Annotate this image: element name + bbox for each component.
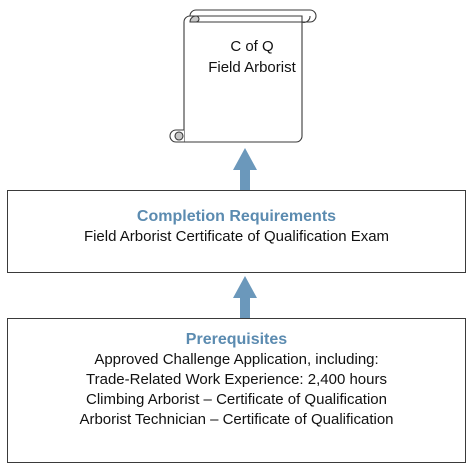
prerequisite-item: Approved Challenge Application, includin… [94, 351, 379, 368]
completion-item: Field Arborist Certificate of Qualificat… [83, 228, 390, 245]
scroll-icon [169, 9, 317, 143]
completion-requirements-box: Completion Requirements Field Arborist C… [7, 190, 466, 273]
certificate-label: C of Q Field Arborist [196, 36, 308, 78]
prerequisite-item: Arborist Technician – Certificate of Qua… [79, 411, 394, 428]
arrow-up-icon [233, 276, 257, 318]
prerequisite-item: Trade-Related Work Experience: 2,400 hou… [86, 371, 387, 388]
completion-title: Completion Requirements [136, 208, 337, 225]
prerequisites-title: Prerequisites [185, 331, 288, 348]
certificate-line: Field Arborist [208, 59, 296, 76]
certificate-line: C of Q [230, 38, 274, 55]
arrow-up-icon [233, 148, 257, 190]
prerequisites-box: Prerequisites Approved Challenge Applica… [7, 318, 466, 463]
prerequisite-item: Climbing Arborist – Certificate of Quali… [86, 391, 387, 408]
